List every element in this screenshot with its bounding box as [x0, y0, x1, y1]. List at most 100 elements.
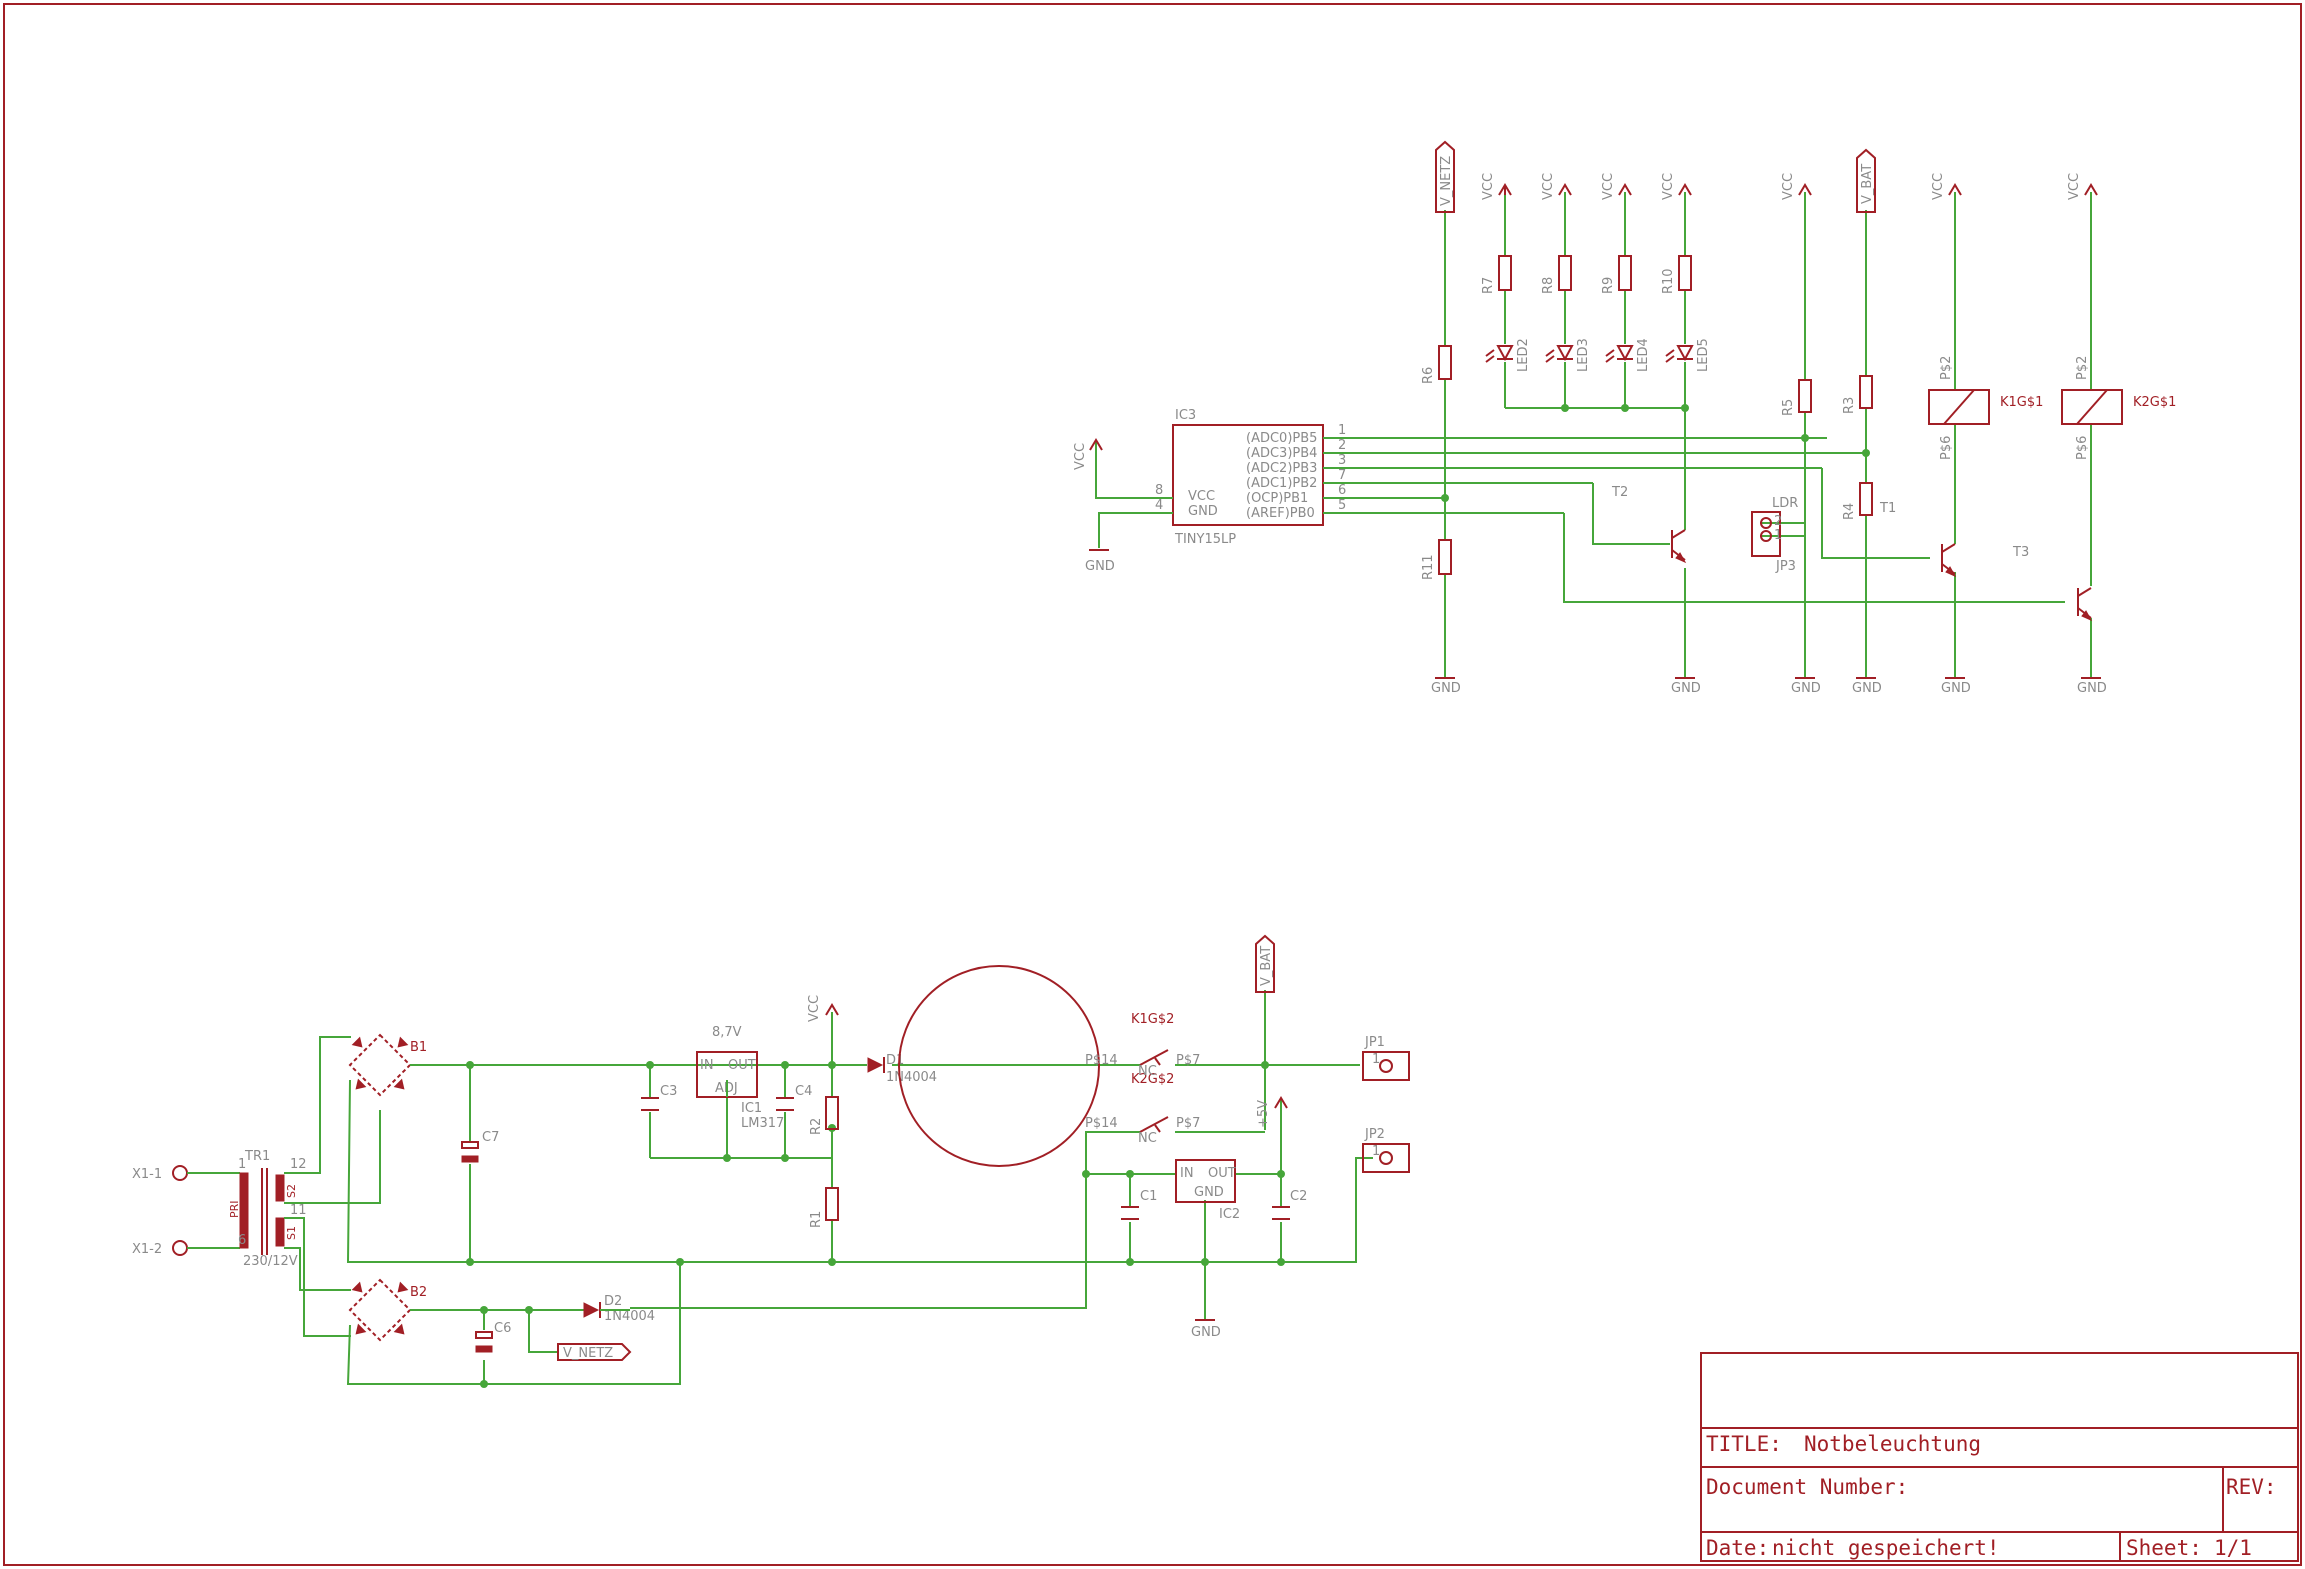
ldr-connector-jp3[interactable]	[1751, 511, 1781, 557]
ic3-pinnum-3: 3	[1338, 453, 1346, 468]
led4-label: LED4	[1636, 338, 1651, 372]
r10-label: R10	[1661, 268, 1676, 294]
ic3-pinnum-1: 1	[1338, 423, 1346, 438]
sheet-value: 1/1	[2214, 1536, 2252, 1560]
ic3-pinnum-7: 7	[1338, 468, 1346, 483]
ic1-in: IN	[700, 1058, 714, 1073]
resistor-r10[interactable]	[1678, 255, 1692, 291]
ic3-pin-pb1: (OCP)PB1	[1246, 491, 1308, 506]
t1-label: T1	[1879, 501, 1896, 516]
junction	[1277, 1258, 1285, 1266]
capacitor-c2[interactable]	[1272, 1206, 1290, 1220]
transistor-t1[interactable]	[1941, 543, 1957, 578]
junction	[1126, 1258, 1134, 1266]
resistor-r4[interactable]	[1859, 482, 1873, 516]
led2[interactable]	[1485, 345, 1514, 363]
r3-label: R3	[1842, 397, 1857, 414]
diode-d1[interactable]	[867, 1057, 885, 1073]
ic3-microcontroller[interactable]: IC3 TINY15LP VCC GND (ADC0)PB5 (ADC3)PB4…	[1155, 408, 1346, 547]
transistor-t3[interactable]	[2077, 587, 2093, 622]
junction	[480, 1380, 488, 1388]
resistor-r2[interactable]	[825, 1096, 839, 1130]
bridge-rectifier-b2[interactable]	[348, 1278, 412, 1342]
voltage-regulator-ic2[interactable]	[1175, 1159, 1236, 1203]
gnd-t1: GND	[1941, 677, 1971, 696]
junction	[676, 1258, 684, 1266]
relay-coil-k2g1[interactable]	[2061, 389, 2123, 425]
vcc-reg-symbol: VCC	[807, 995, 839, 1022]
ic3-pinnum-8: 8	[1155, 483, 1163, 498]
c1-label: C1	[1140, 1189, 1157, 1204]
r5-column-wires	[1760, 192, 1806, 678]
capacitor-c1[interactable]	[1121, 1206, 1139, 1220]
junction	[1621, 404, 1629, 412]
terminal-x1-1[interactable]	[172, 1165, 188, 1181]
vcc-r8-label: VCC	[1541, 173, 1556, 200]
ic3-pin-pb0: (AREF)PB0	[1246, 506, 1315, 521]
ic2-gnd: GND	[1194, 1185, 1224, 1200]
date-value: nicht gespeichert!	[1772, 1536, 2000, 1560]
k2g2-p14: P$14	[1085, 1116, 1118, 1131]
resistor-r9[interactable]	[1618, 255, 1632, 291]
junction	[828, 1061, 836, 1069]
dc-rails	[346, 990, 1373, 1385]
ic3-pin-pb3: (ADC2)PB3	[1246, 461, 1317, 476]
document-number-label: Document Number:	[1706, 1475, 1908, 1499]
vcc-k1-label: VCC	[1931, 173, 1946, 200]
tr1-label: TR1	[244, 1149, 270, 1164]
ic2-out: OUT	[1208, 1166, 1236, 1181]
connector-jp2[interactable]	[1362, 1143, 1410, 1173]
t1-wires	[1821, 192, 1956, 678]
vcc-r7-label: VCC	[1481, 173, 1496, 200]
resistor-r1[interactable]	[825, 1187, 839, 1221]
gnd-ic2-label: GND	[1191, 1325, 1221, 1340]
title-label: TITLE:	[1706, 1432, 1782, 1456]
resistor-r7[interactable]	[1498, 255, 1512, 291]
led4[interactable]	[1605, 345, 1634, 363]
ic3-pin-pb4: (ADC3)PB4	[1246, 446, 1317, 461]
capacitor-c7[interactable]	[461, 1141, 479, 1163]
ic3-pin-gnd: GND	[1188, 504, 1218, 519]
r7-label: R7	[1481, 277, 1496, 294]
gnd-r5-label: GND	[1791, 681, 1821, 696]
resistor-r8[interactable]	[1558, 255, 1572, 291]
date-label: Date:	[1706, 1536, 1769, 1560]
relay-contact-k2g2[interactable]	[1139, 1116, 1169, 1133]
resistor-r5[interactable]	[1798, 379, 1812, 413]
transistor-t2[interactable]	[1671, 529, 1687, 564]
led5[interactable]	[1665, 345, 1694, 363]
gnd-ic2: GND	[1191, 1319, 1221, 1340]
bridge-rectifier-b1[interactable]	[348, 1033, 412, 1097]
x1-1-label: X1-1	[132, 1167, 162, 1182]
k1g2-p7: P$7	[1176, 1053, 1200, 1068]
capacitor-c3[interactable]	[641, 1097, 659, 1111]
jp3-label: JP3	[1775, 559, 1796, 574]
rev-label: REV:	[2226, 1475, 2277, 1499]
terminal-x1-2[interactable]	[172, 1240, 188, 1256]
gnd-t3: GND	[2077, 677, 2107, 696]
v-netz-bottom-label: V_NETZ	[563, 1346, 613, 1361]
tr1-value: 230/12V	[243, 1254, 298, 1269]
relay-contact-k1g2[interactable]	[1139, 1049, 1169, 1066]
d2-label: D2	[604, 1294, 622, 1309]
resistor-r11[interactable]	[1438, 539, 1452, 575]
capacitor-c6[interactable]	[475, 1331, 493, 1353]
resistor-r6[interactable]	[1438, 345, 1452, 380]
sheet-frame	[3, 3, 2302, 1566]
capacitor-c4[interactable]	[776, 1097, 794, 1111]
jp1-pin1: 1	[1372, 1052, 1380, 1067]
led3[interactable]	[1545, 345, 1574, 363]
led3-label: LED3	[1576, 338, 1591, 372]
diode-d2[interactable]	[583, 1302, 601, 1318]
junction	[781, 1061, 789, 1069]
connector-jp1[interactable]	[1362, 1051, 1410, 1081]
tr1-pri: PRI	[228, 1200, 241, 1218]
k1-p6-label: P$6	[1939, 436, 1954, 460]
relay-coil-k1g1[interactable]	[1928, 389, 1990, 425]
battery-circle[interactable]	[898, 965, 1100, 1167]
resistor-r3[interactable]	[1859, 375, 1873, 409]
ic1-value: LM317	[741, 1116, 784, 1131]
vcc-r5-symbol: VCC	[1781, 173, 1812, 200]
transformer-tr1[interactable]	[239, 1168, 285, 1255]
junction	[723, 1154, 731, 1162]
